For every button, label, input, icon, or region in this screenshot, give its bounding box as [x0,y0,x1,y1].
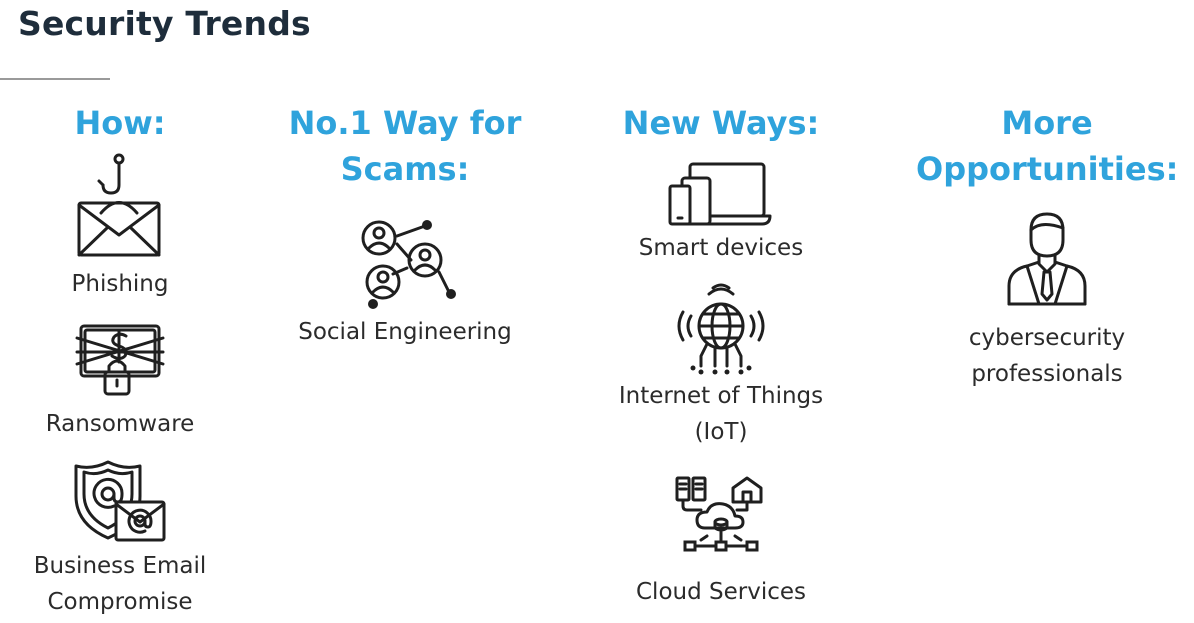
cloud-network-icon [675,476,763,552]
trend-label-line-2: (IoT) [694,419,748,445]
trend-label-line-1: Internet of Things [618,383,824,409]
trend-label-smart-devices: Smart devices [638,235,804,261]
trend-label-iot: Internet of Things (IoT) [600,378,842,450]
phishing-email-hook-icon [77,153,161,257]
trend-item-ransomware: Ransomware [0,322,240,442]
trend-label-business-email-compromise: Business Email Compromise [0,548,240,620]
iot-globe-icon [677,283,765,375]
trend-label-cloud-services: Cloud Services [636,579,806,605]
page-title: Security Trends [18,4,311,43]
trend-item-phishing: Phishing [0,152,240,302]
column-no1-way: No.1 Way for Scams: Soci [270,100,540,400]
trend-item-smart-devices: Smart devices [600,160,842,266]
devices-icon [668,162,772,226]
trend-item-iot: Internet of Things (IoT) [600,282,842,450]
trend-label-line-2: professionals [971,361,1123,387]
column-heading-more-opportunities: More Opportunities: [916,100,1178,192]
trend-label-cybersecurity-professionals: cybersecurity professionals [916,320,1178,392]
column-how: How: Phishing [0,100,240,623]
column-heading-new-ways: New Ways: [622,104,820,142]
trend-item-business-email-compromise: Business Email Compromise [0,458,240,620]
trend-label-line-1: Business Email [33,553,207,579]
trend-item-social-engineering: Social Engineering [270,216,540,350]
heading-line-1: More [1001,104,1093,142]
column-heading-no1-way: No.1 Way for Scams: [270,100,540,192]
trend-label-ransomware: Ransomware [45,411,195,437]
social-network-people-icon [361,220,456,309]
professional-person-icon [1007,212,1087,306]
heading-line-1: No.1 Way for [288,104,522,142]
shield-email-at-icon [74,460,166,542]
column-more-opportunities: More Opportunities: cybersecurity profes… [916,100,1178,400]
heading-line-2: Opportunities: [916,150,1179,188]
column-new-ways: New Ways: Smart devices [600,100,842,623]
trend-label-phishing: Phishing [71,271,169,297]
trend-label-line-2: Compromise [47,589,193,615]
column-heading-how: How: [74,104,166,142]
trend-label-social-engineering: Social Engineering [298,319,512,345]
trend-label-line-1: cybersecurity [968,325,1126,351]
trend-item-cloud-services: Cloud Services [600,476,842,610]
locked-money-icon [75,324,165,396]
heading-line-2: Scams: [340,150,470,188]
title-underline [0,78,110,80]
trend-item-cybersecurity-professionals: cybersecurity professionals [916,210,1178,392]
